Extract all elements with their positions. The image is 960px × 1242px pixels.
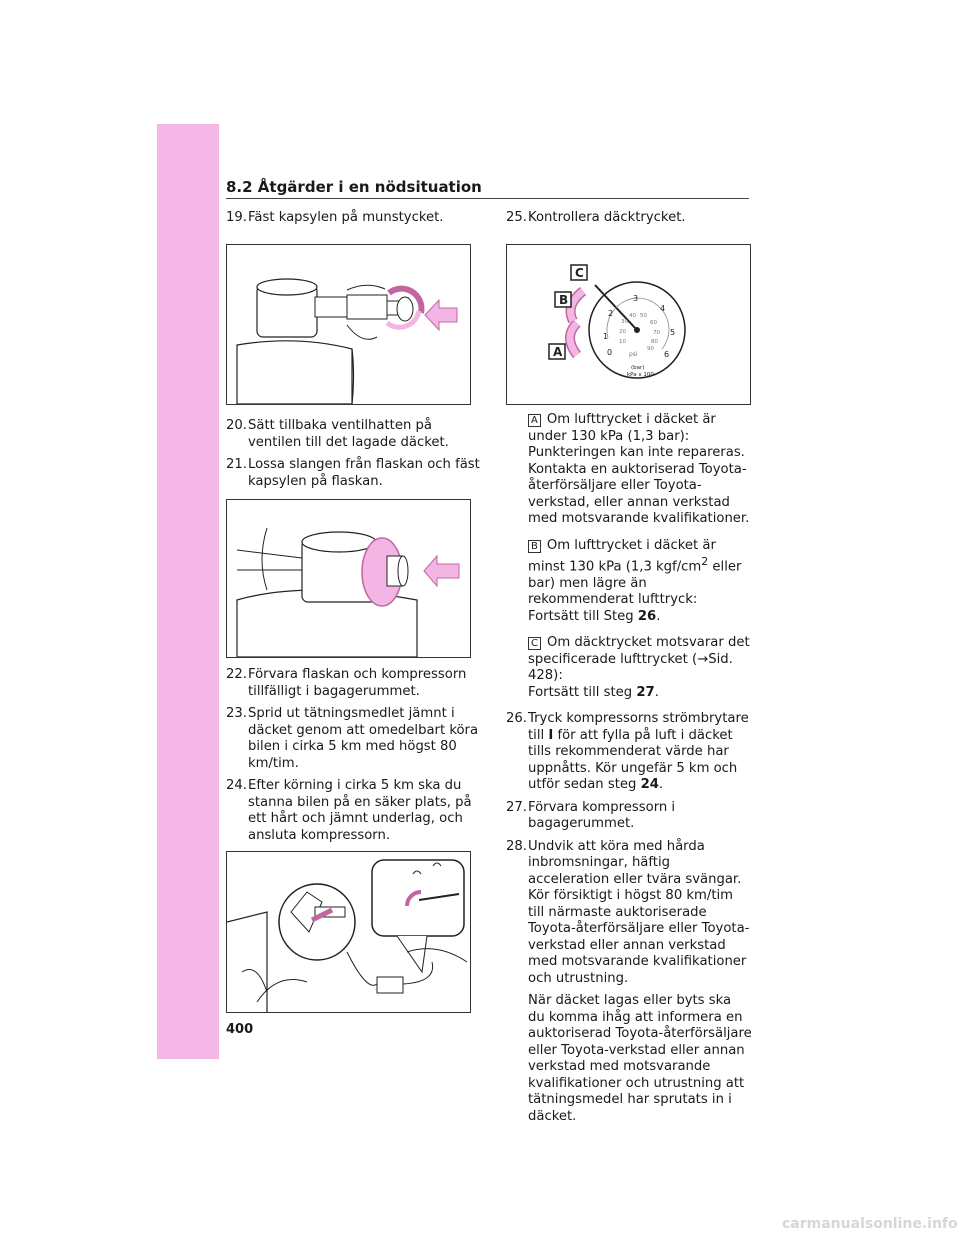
bar-tick-4: 4 [660,304,665,313]
punctuation: . [656,608,661,624]
note-label-a: A [528,414,541,427]
unit-psi: psi [629,351,638,358]
right-column: 25.Kontrollera däcktrycket. [506,210,752,233]
psi-tick-80: 80 [651,339,658,345]
svg-text:C: C [575,266,584,280]
step-number: 24. [226,778,247,793]
step-number: 23. [226,706,247,721]
step-text: Fäst kapsylen på munstycket. [248,210,444,225]
left-column-2: 20.Sätt tillbaka ventilhatten på ventile… [226,418,484,496]
compressor-plug-illustration [226,859,468,1012]
bar-tick-5: 5 [670,328,675,337]
note-continue: Fortsätt till Steg [528,608,638,624]
step-19: 19.Fäst kapsylen på munstycket. [226,210,484,227]
bar-tick-0: 0 [607,348,612,357]
note-text: Om däcktrycket motsvarar det specificera… [528,635,750,684]
step-ref: 27 [636,684,655,700]
step-number: 25. [506,210,527,225]
step-text: Lossa slangen från flaskan och fäst kaps… [248,457,480,489]
step-number: 21. [226,457,247,472]
psi-tick-60: 60 [650,320,657,326]
gauge-label-c: C [570,264,588,281]
page-number: 400 [226,1022,254,1037]
punctuation: . [658,777,664,793]
step-number: 19. [226,210,247,225]
step-number: 27. [506,799,527,815]
section-heading: 8.2 Åtgärder i en nödsituation [226,178,482,196]
step-22: 22.Förvara flaskan och kompressorn tillf… [226,667,484,700]
note-text: Om lufttrycket i däcket är minst 130 kPa… [528,537,716,575]
psi-tick-30: 30 [621,319,628,325]
step-24: 24.Efter körning i cirka 5 km ska du sta… [226,778,484,844]
step-27: 27.Förvara kompressorn i bagagerummet. [506,800,752,833]
pressure-gauge-illustration: 0 1 2 3 4 5 6 10 20 30 40 50 60 70 80 90… [548,264,686,379]
psi-tick-70: 70 [653,330,660,336]
step-text: Förvara kompressorn i bagagerummet. [528,799,676,832]
step-number: 22. [226,667,247,682]
step-20: 20.Sätt tillbaka ventilhatten på ventile… [226,418,484,451]
bar-tick-6: 6 [664,350,669,359]
psi-tick-90: 90 [647,346,654,352]
bottle-cap-illustration [236,527,460,658]
step-26: 26.Tryck kompressorns strömbrytare till … [506,711,752,794]
note-text-cont: eller bar) men lägre än rekommenderat lu… [528,559,742,608]
figure-compressor-plug [226,851,471,1013]
superscript: 2 [701,555,709,568]
svg-text:B: B [559,293,568,307]
step-28-note: När däcket lagas eller byts ska du komma… [528,993,752,1125]
step-23: 23.Sprid ut tätningsmedlet jämnt i däcke… [226,706,484,772]
step-25: 25.Kontrollera däcktrycket. [506,210,752,227]
figure-cap-on-nozzle [226,244,471,405]
chapter-tab-band [157,124,219,1059]
step-text-cont: för att fylla på luft i däcket tills rek… [528,727,738,793]
step-text: Undvik att köra med hårda inbromsningar,… [528,838,750,986]
step-text: Efter körning i cirka 5 km ska du stanna… [248,778,472,843]
step-ref: 24 [640,777,659,793]
unit-kpa: kPa x 100 [627,372,654,378]
figure-cap-on-bottle [226,499,471,658]
step-text: Sprid ut tätningsmedlet jämnt i däcket g… [248,706,479,771]
bar-tick-1: 1 [603,332,608,341]
psi-tick-40: 40 [629,313,636,319]
step-ref: 26 [637,608,657,624]
step-text: Kontrollera däcktrycket. [528,210,686,225]
bar-tick-2: 2 [608,309,613,318]
psi-tick-50: 50 [640,313,647,319]
heading-rule [226,198,749,199]
gauge-label-b: B [554,291,572,308]
note-continue: Fortsätt till steg [528,684,637,700]
svg-text:A: A [553,345,563,359]
step-text: När däcket lagas eller byts ska du komma… [528,993,752,1124]
step-text: Tryck kompressorns strömbrytare till [528,711,749,743]
left-column: 19.Fäst kapsylen på munstycket. [226,210,484,233]
footer-watermark: carmanualsonline.info [782,1216,958,1232]
note-text: Om lufttrycket i däcket är under 130 kPa… [528,412,750,526]
note-label-c: C [528,637,541,651]
psi-tick-20: 20 [619,329,626,335]
step-number: 28. [506,838,527,854]
bar-tick-3: 3 [633,294,638,303]
unit-bar: (bar) [631,365,644,371]
cap-nozzle-illustration [236,278,458,405]
step-text: Sätt tillbaka ventilhatten på ventilen t… [248,418,449,450]
figure-pressure-gauge: 0 1 2 3 4 5 6 10 20 30 40 50 60 70 80 90… [506,244,751,405]
gauge-label-a: A [548,343,566,360]
left-column-3: 22.Förvara flaskan och kompressorn tillf… [226,667,484,850]
step-text: Förvara flaskan och kompressorn tillfäll… [248,667,467,699]
switch-symbol: I [548,727,554,743]
step-21: 21.Lossa slangen från flaskan och fäst k… [226,457,484,490]
note-label-b: B [528,539,541,553]
punctuation: . [654,684,659,700]
step-number: 26. [506,711,527,727]
step-number: 20. [226,418,247,433]
psi-tick-10: 10 [619,339,626,345]
step-28: 28.Undvik att köra med hårda inbromsning… [506,839,752,988]
